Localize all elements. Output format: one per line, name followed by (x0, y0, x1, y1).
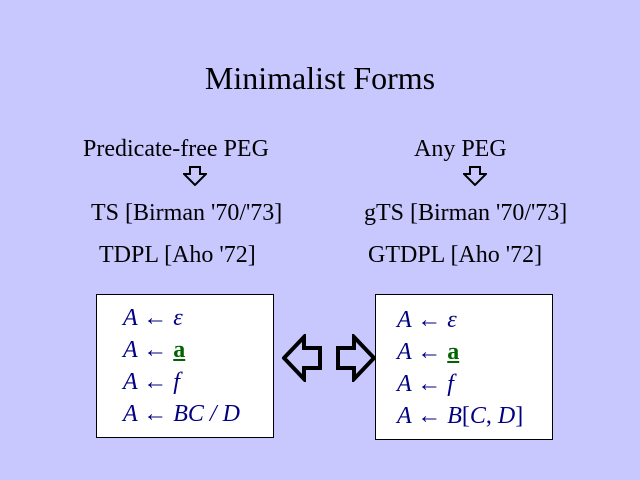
rule-rhs: D (497, 403, 516, 429)
rule-rhs: f (173, 369, 180, 395)
rule-line: A ← f (123, 369, 180, 396)
rule-arrow: ← (417, 339, 442, 365)
rule-line: A ← BC / D (123, 401, 240, 428)
rule-lhs: A (397, 307, 412, 333)
left-heading: Predicate-free PEG (83, 136, 269, 162)
right-heading: Any PEG (414, 136, 507, 162)
rule-arrow: ← (417, 307, 442, 333)
rule-line: A ← a (123, 337, 185, 364)
bracket-close: ] (515, 403, 524, 429)
left-rules-box: A ← ε A ← a A ← f A ← BC / D (96, 294, 274, 438)
rule-lhs: A (123, 337, 138, 363)
slide-title: Minimalist Forms (204, 60, 436, 96)
rule-arrow: ← (143, 337, 168, 363)
rule-arrow: ← (143, 305, 168, 331)
rule-rhs: ε (173, 305, 183, 331)
bracket-open: [ (461, 403, 470, 429)
rule-lhs: A (397, 403, 412, 429)
terminal-symbol: a (447, 339, 460, 365)
rule-arrow: ← (143, 401, 168, 427)
rule-arrow: ← (417, 371, 442, 397)
rule-lhs: A (397, 371, 412, 397)
arrow-down-icon (463, 166, 487, 186)
rule-line: A ← f (397, 371, 454, 398)
rule-arrow: ← (417, 403, 442, 429)
rule-rhs: ε (447, 307, 457, 333)
right-cite-gtdpl: GTDPL [Aho '72] (368, 242, 543, 268)
right-cite-gts: gTS [Birman '70/'73] (364, 200, 568, 226)
rule-rhs: f (447, 371, 454, 397)
rule-rhs: C (469, 403, 486, 429)
rule-lhs: A (123, 305, 138, 331)
rule-rhs: BC / D (173, 401, 240, 427)
arrow-right-icon (336, 334, 376, 382)
left-cite-tdpl: TDPL [Aho '72] (99, 242, 256, 268)
rule-line: A ← ε (397, 307, 457, 334)
arrow-down-icon (183, 166, 207, 186)
rule-arrow: ← (143, 369, 168, 395)
rule-line: A ← ε (123, 305, 183, 332)
rule-rhs: B (447, 403, 462, 429)
rule-line: A ← a (397, 339, 459, 366)
rule-lhs: A (397, 339, 412, 365)
rule-line: A ← B[C, D] (397, 403, 523, 430)
comma: , (485, 403, 498, 429)
terminal-symbol: a (173, 337, 186, 363)
left-cite-ts: TS [Birman '70/'73] (91, 200, 283, 226)
right-rules-box: A ← ε A ← a A ← f A ← B[C, D] (375, 294, 553, 440)
arrow-left-icon (282, 334, 322, 382)
rule-lhs: A (123, 369, 138, 395)
rule-lhs: A (123, 401, 138, 427)
